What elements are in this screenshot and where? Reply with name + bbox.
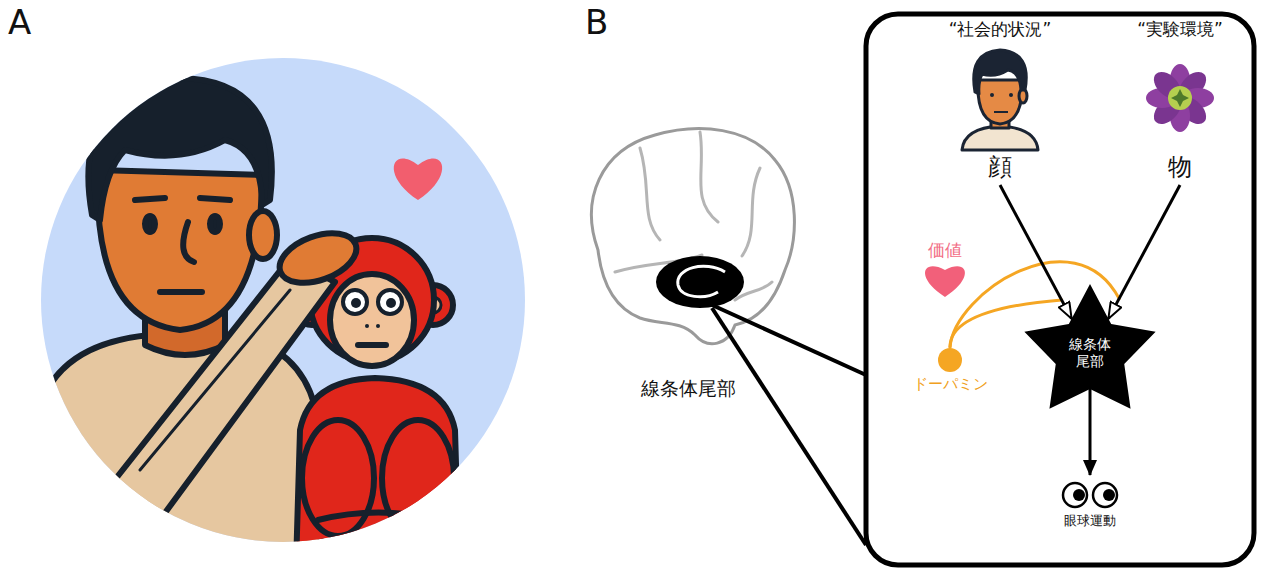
person-and-monkey-part: [386, 298, 396, 308]
connector-arrow: [1108, 185, 1180, 319]
person-and-monkey-part: [210, 216, 220, 232]
person-and-monkey-part: [145, 216, 155, 232]
person-and-monkey-part: [330, 274, 414, 366]
star-outline: [1024, 284, 1155, 409]
person-and-monkey-part: [95, 258, 335, 540]
region-label: 線条体尾部: [641, 377, 736, 400]
object-icon-part: [1171, 89, 1189, 107]
node-heading: “実験環境”: [1137, 18, 1223, 40]
person-and-monkey-part: [249, 211, 277, 259]
object-stimulus: “実験環境” 物: [1137, 18, 1223, 182]
face-icon-part: [962, 126, 1038, 150]
striatum-tail-star: 線条体 尾部: [1018, 281, 1162, 419]
eyes-icon-part: [1073, 489, 1085, 501]
node-text: ドーパミン: [913, 374, 988, 394]
face-icon-part: [978, 80, 1022, 124]
person-and-monkey-part: [376, 324, 380, 328]
node-text: 顔: [988, 152, 1012, 182]
striatum-tail-region-part: [678, 266, 725, 296]
connector-arrow: [1000, 185, 1072, 319]
face-icon-part: [1009, 93, 1013, 97]
icon-space: [1000, 40, 1001, 152]
connector-arrow: [1089, 389, 1092, 475]
heart-icon: [394, 158, 442, 200]
person-and-monkey-part: [88, 78, 272, 220]
face-icon-part: [994, 111, 1008, 113]
panel-letter: B: [585, 2, 608, 43]
person-and-monkey-part: [273, 224, 363, 293]
callout-lines: [712, 305, 866, 545]
icon-space: [1090, 478, 1091, 512]
panel-letter: A: [8, 2, 31, 43]
person-and-monkey-part: [351, 298, 361, 308]
dopamine-soma: [938, 348, 962, 372]
node-text: 眼球運動: [1064, 512, 1116, 530]
brain-outline-part: [592, 129, 795, 344]
striatum-tail-region-part: [656, 256, 744, 308]
person-and-monkey-part: [135, 198, 230, 200]
connectors: [1000, 185, 1180, 475]
icon-space: [950, 346, 951, 374]
striatum-tail-region: [656, 256, 744, 308]
brain-outline: [592, 129, 795, 344]
value-label: 価値: [928, 240, 962, 260]
person-and-monkey-part: [382, 420, 454, 536]
object-icon: [1146, 64, 1214, 132]
person-and-monkey-part: [365, 324, 369, 328]
eyes-icon-part: [1103, 489, 1115, 501]
person-and-monkey: [30, 78, 460, 572]
eyes-icon-part: [1063, 483, 1087, 507]
eyes-icon: [1063, 483, 1117, 507]
zoom-panel: [866, 14, 1254, 565]
eyes-icon-part: [1093, 483, 1117, 507]
person-and-monkey-part: [343, 290, 367, 314]
panel-a-illustration: [30, 58, 525, 572]
callout-lines-part: [712, 308, 866, 545]
object-icon-part: [1168, 86, 1192, 110]
person-and-monkey-part: [140, 290, 290, 470]
person-and-monkey-part: [318, 513, 440, 521]
person-and-monkey-part: [98, 170, 262, 330]
face-icon-part: [974, 50, 1027, 94]
node-text: 線条体 尾部: [1067, 336, 1113, 370]
person-and-monkey-part: [378, 290, 402, 314]
face-icon-part: [990, 93, 994, 97]
value-heart: [925, 266, 965, 297]
node-heading: “社会的状況”: [949, 18, 1052, 40]
icon-space: [1180, 40, 1181, 152]
person-and-monkey-part: [160, 289, 202, 295]
dopamine-neuron: ドーパミン: [913, 346, 988, 394]
person-and-monkey-part: [183, 222, 194, 262]
person-and-monkey-part: [358, 342, 386, 348]
person-and-monkey-part: [295, 378, 460, 572]
face-icon: [962, 50, 1038, 150]
face-stimulus: “社会的状況” 顔: [949, 18, 1052, 182]
node-text: 物: [1168, 152, 1192, 182]
eye-movement: 眼球運動: [1064, 478, 1116, 530]
